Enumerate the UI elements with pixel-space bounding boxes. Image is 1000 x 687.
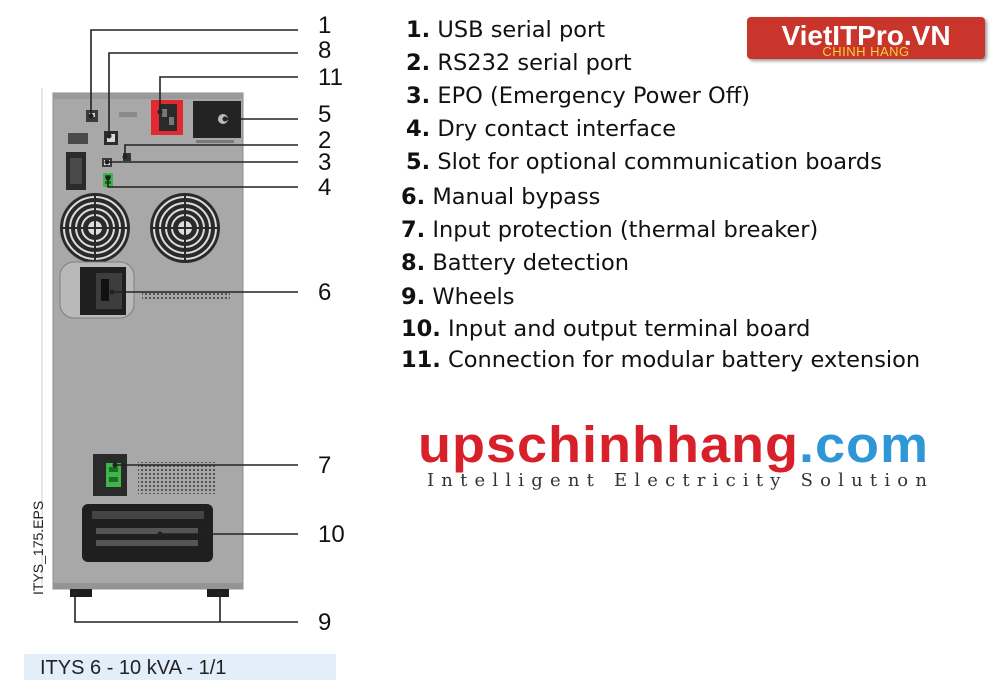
callout-11: 11 — [318, 64, 343, 91]
battery-detection-connector — [104, 131, 118, 145]
leader-dots — [72, 109, 228, 596]
legend-item: 1. USB serial port — [406, 17, 606, 43]
brand-name: upschinhhang — [418, 416, 799, 474]
callout-10: 10 — [318, 521, 345, 548]
callout-3: 3 — [318, 149, 331, 176]
callout-5: 5 — [318, 101, 331, 128]
legend-item: 11. Connection for modular battery exten… — [401, 347, 921, 373]
figure-caption: ITYS 6 - 10 kVA - 1/1 — [40, 657, 227, 679]
caption-background — [24, 654, 336, 680]
figure-id: ITYS_175.EPS — [30, 500, 46, 595]
legend-item: 2. RS232 serial port — [406, 50, 632, 76]
callout-numbers: 1 8 11 5 2 3 4 6 7 10 9 — [318, 12, 345, 636]
brand-tld: .com — [798, 416, 930, 474]
brand-logo: upschinhhang.com — [418, 416, 929, 475]
leader-lines — [74, 29, 298, 623]
input-socket — [66, 133, 88, 190]
watermark-badge: VietITPro.VN CHINH HANG — [747, 17, 985, 59]
legend-item: 9. Wheels — [401, 284, 515, 310]
callout-4: 4 — [318, 174, 331, 201]
legend-item: 7. Input protection (thermal breaker) — [401, 217, 819, 243]
vent-grille-lower — [138, 462, 216, 494]
legend-item: 6. Manual bypass — [401, 184, 601, 210]
legend-item: 4. Dry contact interface — [406, 116, 677, 142]
callout-6: 6 — [318, 279, 331, 306]
brand-tagline: Intelligent Electricity Solution — [427, 470, 935, 491]
terminal-board — [82, 504, 213, 562]
battery-extension-connector — [151, 100, 183, 135]
badge-subtitle: CHINH HANG — [822, 44, 910, 59]
legend-item: 5. Slot for optional communication board… — [406, 149, 882, 175]
callout-7: 7 — [318, 452, 331, 479]
legend-item: 3. EPO (Emergency Power Off) — [406, 83, 751, 109]
panel-label-1 — [119, 112, 137, 117]
badge-title: VietITPro.VN — [781, 20, 951, 51]
slot-label — [196, 140, 234, 143]
callout-9: 9 — [318, 609, 331, 636]
vent-grille-upper — [142, 292, 230, 301]
wheel-left — [70, 589, 92, 597]
thermal-breaker — [93, 454, 127, 496]
legend-item: 8. Battery detection — [401, 250, 630, 276]
manual-bypass-switch — [59, 261, 135, 319]
cooling-fan-right — [150, 193, 220, 263]
callout-2: 2 — [318, 127, 331, 154]
callout-1: 1 — [318, 12, 331, 39]
cooling-fan-left — [60, 193, 130, 263]
callout-8: 8 — [318, 37, 331, 64]
legend-item: 10. Input and output terminal board — [401, 316, 811, 342]
